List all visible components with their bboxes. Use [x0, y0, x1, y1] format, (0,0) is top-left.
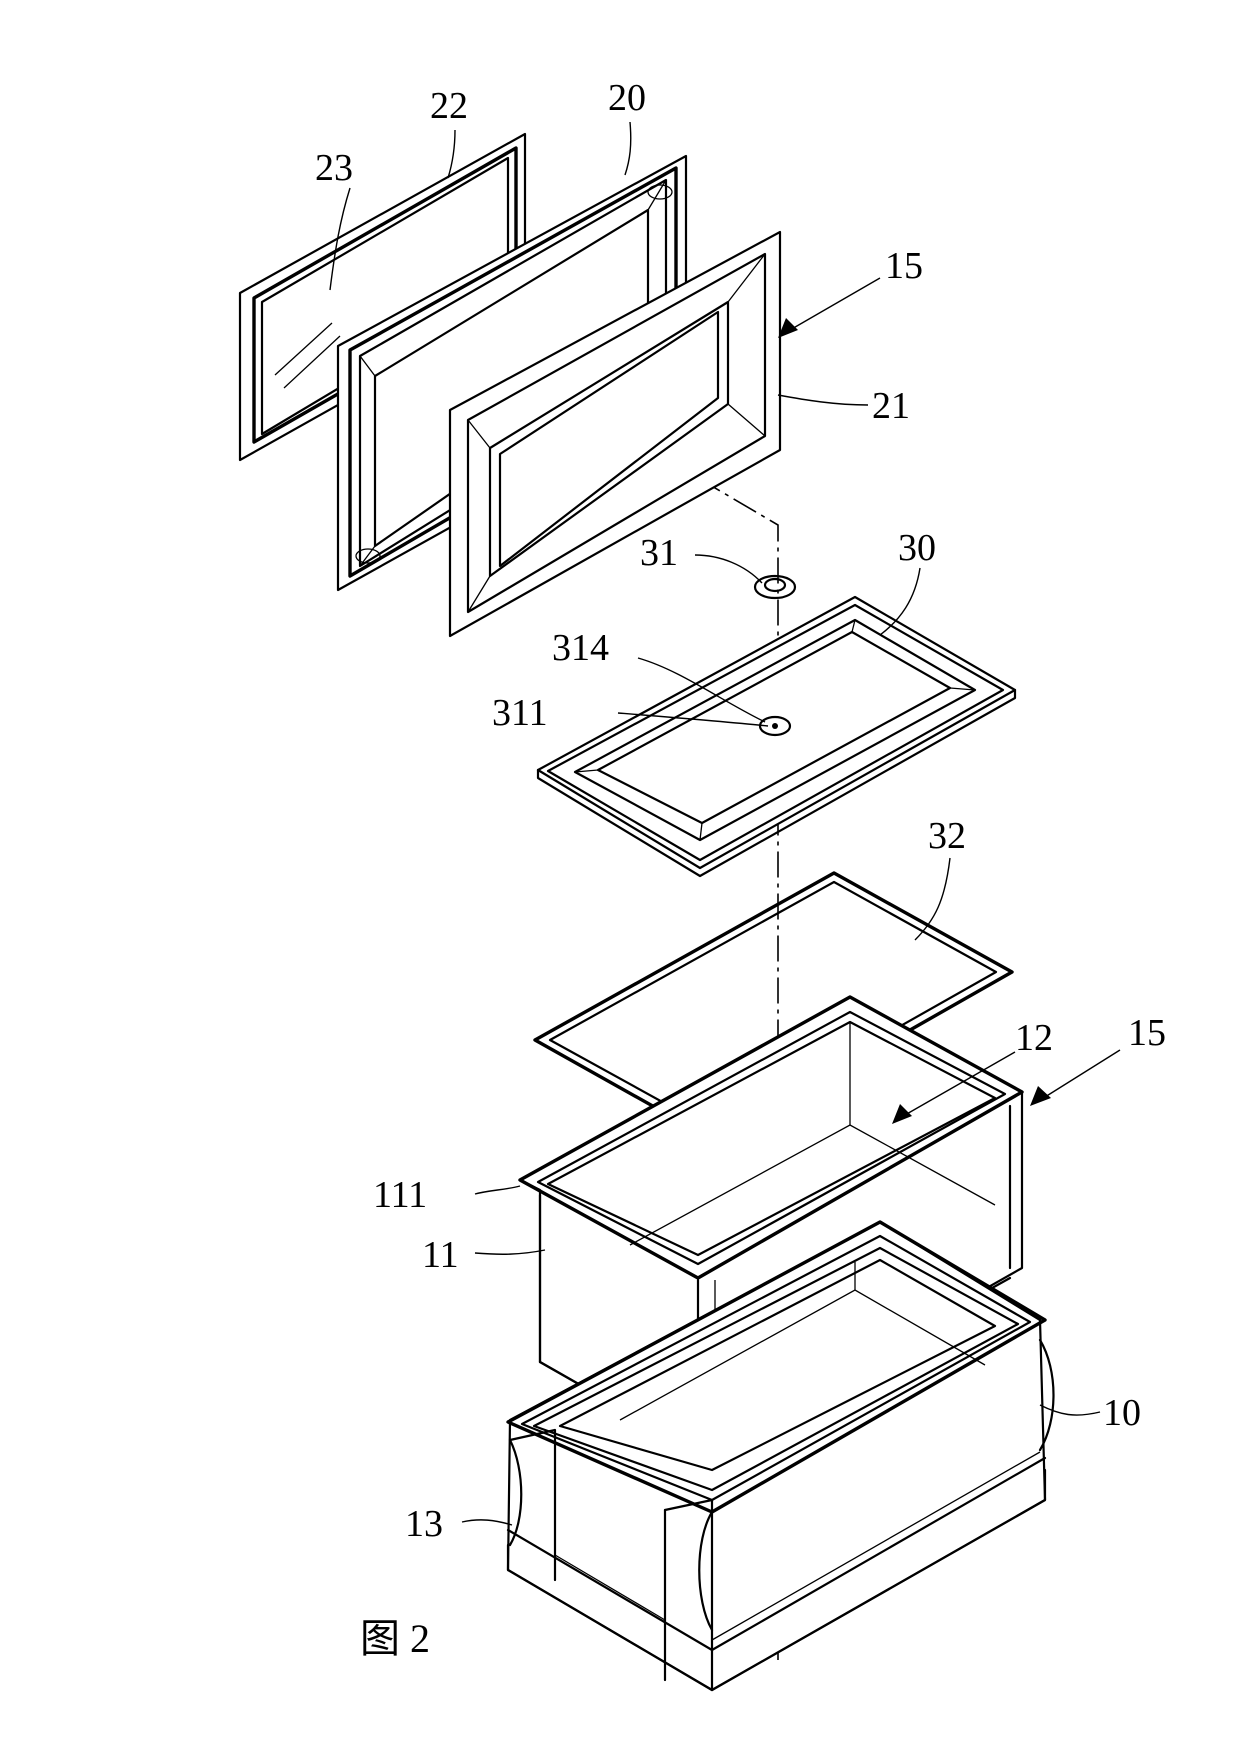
- arrow-15-mid-shaft: [1045, 1050, 1120, 1097]
- label-314: 314: [552, 627, 609, 669]
- arrow-15-top-shaft: [790, 278, 880, 330]
- label-10: 10: [1103, 1392, 1141, 1434]
- label-20: 20: [608, 77, 646, 119]
- leader-13: [462, 1520, 512, 1525]
- leader-10: [1040, 1405, 1100, 1415]
- leader-111: [475, 1186, 520, 1194]
- leader-22: [448, 130, 455, 178]
- label-311: 311: [492, 692, 548, 734]
- label-15-mid: 15: [1128, 1012, 1166, 1054]
- label-23: 23: [315, 147, 353, 189]
- label-21: 21: [872, 385, 910, 427]
- part-31-fitting: [755, 576, 795, 598]
- leader-20: [625, 122, 631, 175]
- label-13: 13: [405, 1503, 443, 1545]
- label-111: 111: [373, 1174, 427, 1216]
- label-12: 12: [1015, 1017, 1053, 1059]
- label-30: 30: [898, 527, 936, 569]
- label-31: 31: [640, 532, 678, 574]
- leader-31: [695, 555, 762, 583]
- arrow-15-mid-head: [1030, 1086, 1051, 1106]
- label-22: 22: [430, 85, 468, 127]
- leader-11: [475, 1250, 545, 1254]
- leader-21: [778, 395, 868, 405]
- label-32: 32: [928, 815, 966, 857]
- label-15-top: 15: [885, 245, 923, 287]
- label-11: 11: [422, 1234, 459, 1276]
- figure-caption: 图 2: [360, 1616, 430, 1661]
